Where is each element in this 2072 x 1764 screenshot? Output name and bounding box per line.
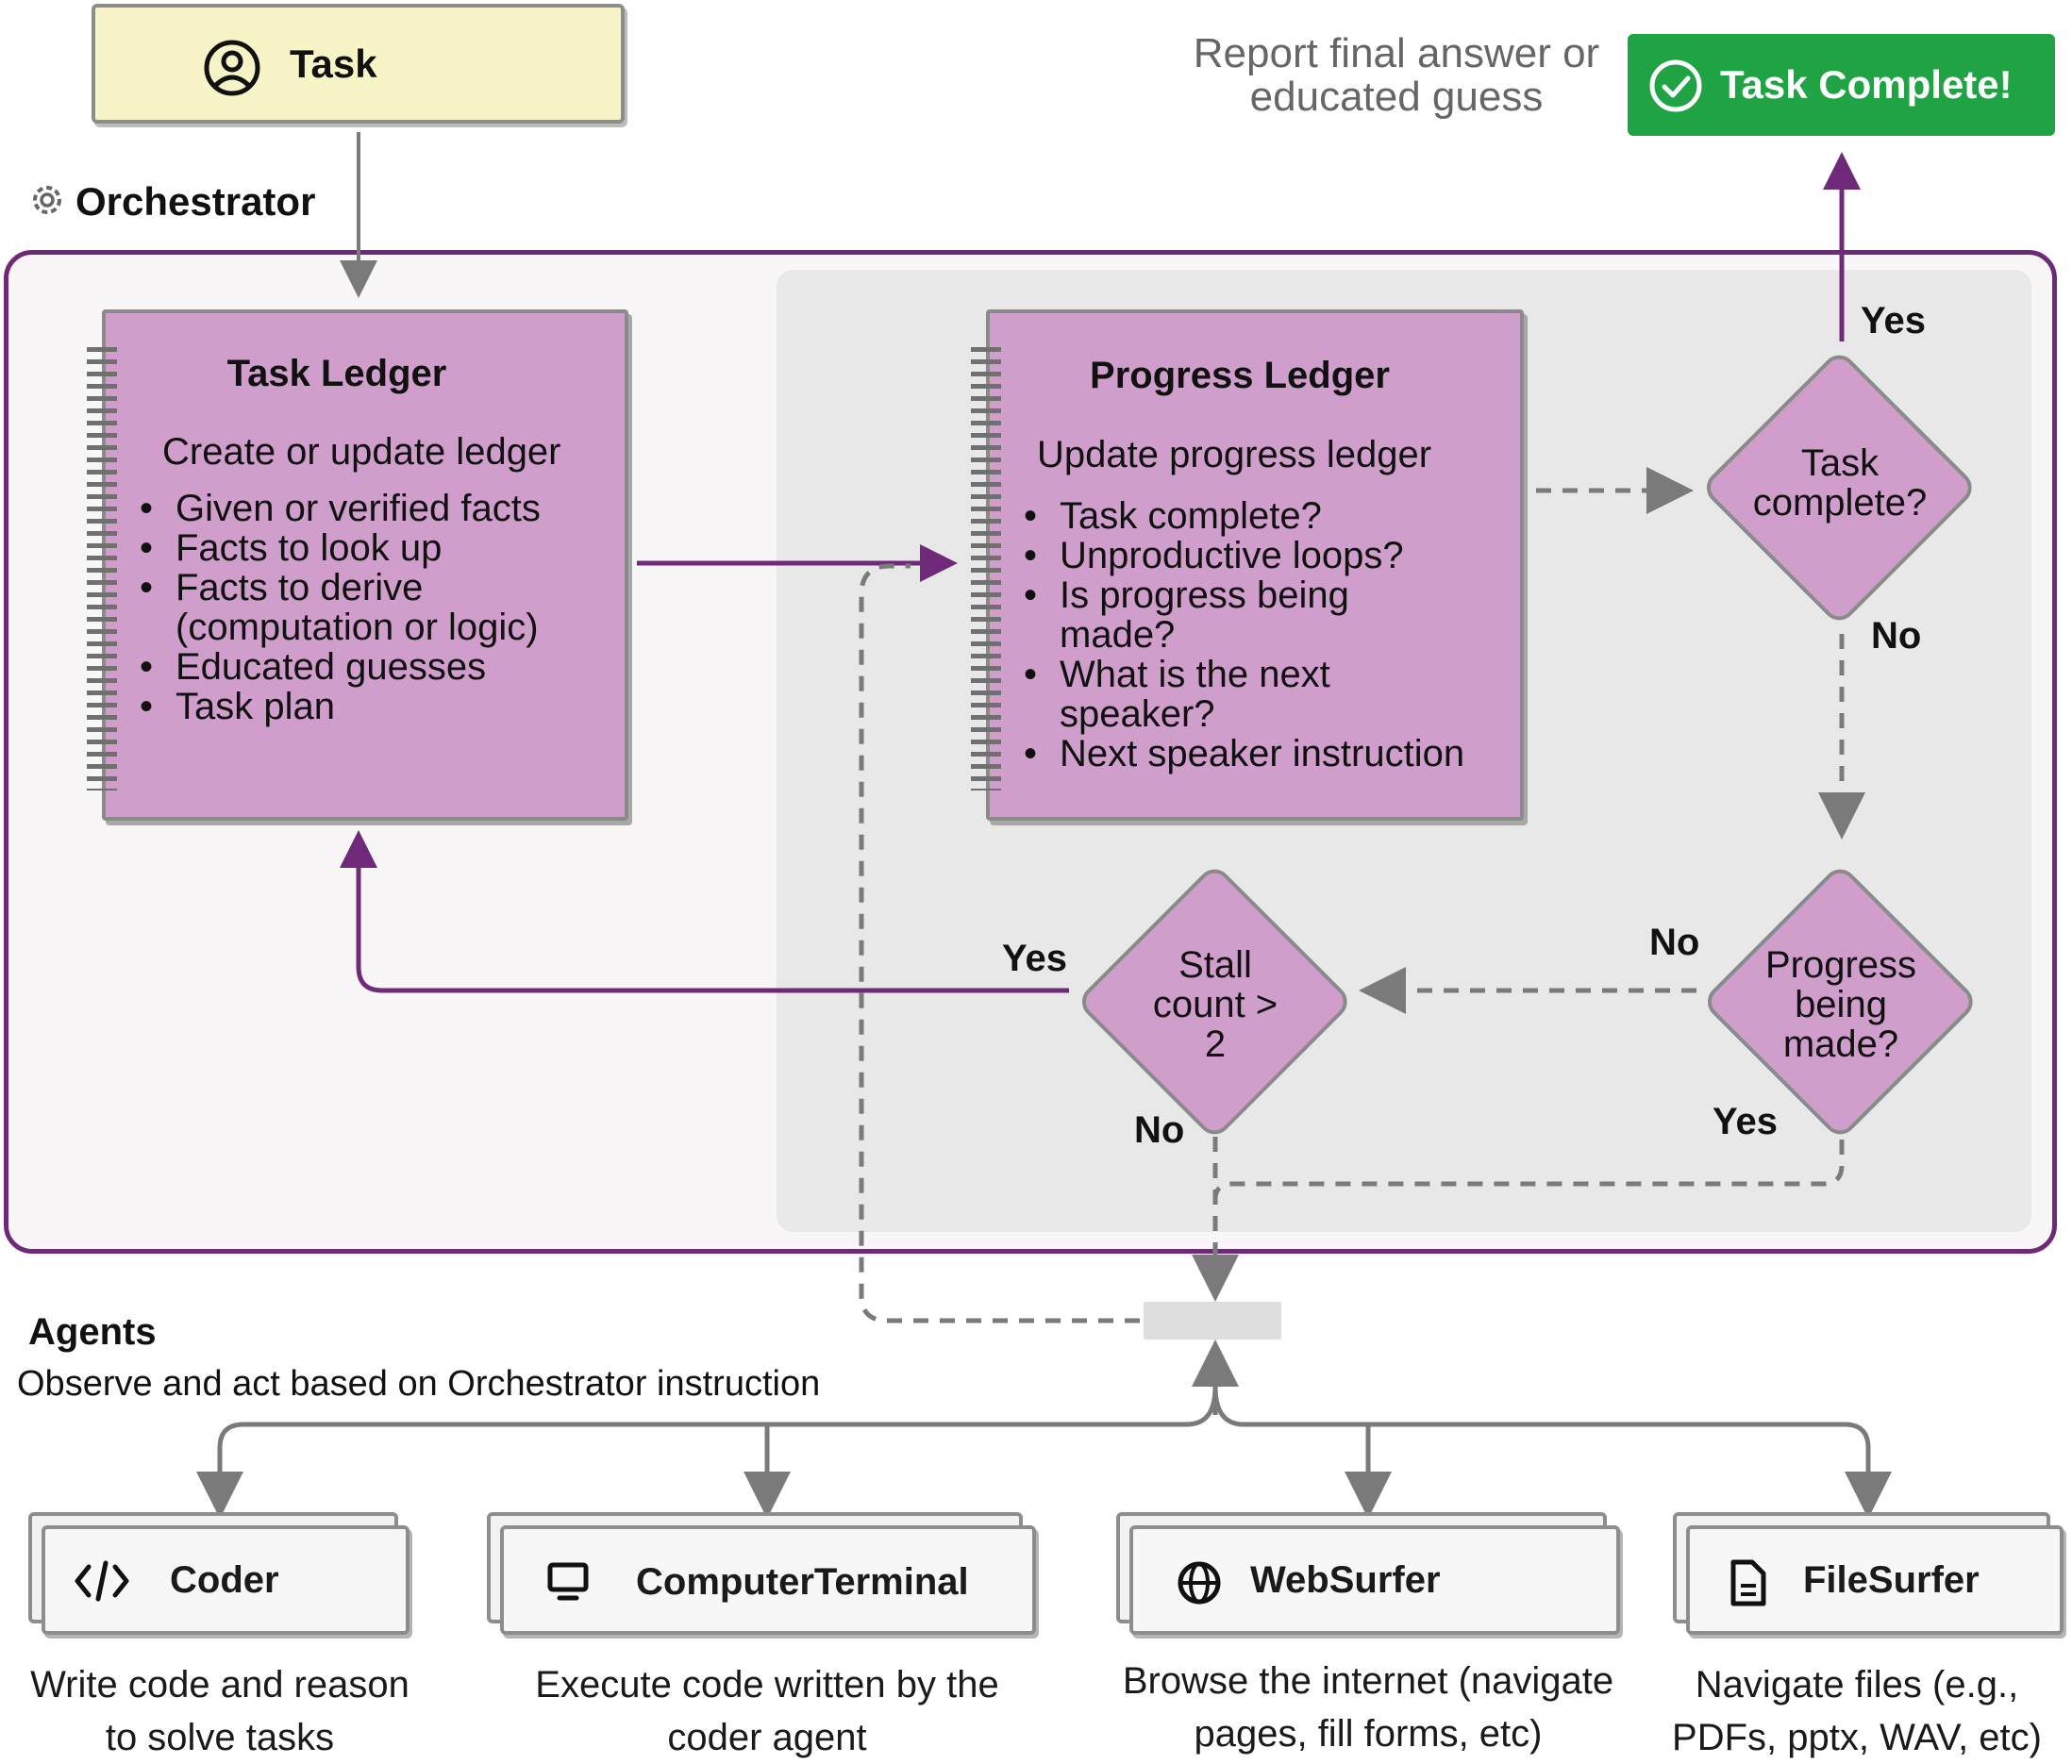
task-complete-question: Task complete?: [1746, 443, 1934, 523]
agent-desc-line: coder agent: [667, 1717, 867, 1758]
decision-line: count >: [1152, 984, 1278, 1025]
filesurfer-description: Navigate files (e.g., PDFs, pptx, WAV, e…: [1642, 1658, 2072, 1764]
ledger-item: Facts to derive: [140, 568, 541, 607]
decision-task-complete: [1706, 355, 1972, 621]
task-complete-label: Task Complete!: [1720, 62, 2013, 107]
websurfer-card[interactable]: WebSurfer: [1129, 1525, 1620, 1635]
progress-ledger-items: Task complete? Unproductive loops? Is pr…: [1024, 496, 1464, 774]
task-ledger-card: Task Ledger Create or update ledger Give…: [87, 309, 628, 821]
decision-line: Progress: [1764, 944, 1917, 986]
task-complete-yes-label: Yes: [1861, 300, 1926, 341]
agents-return-loop: [859, 563, 1140, 1323]
decision-line: being: [1795, 984, 1887, 1025]
ledger-item: Task plan: [140, 687, 541, 726]
stall-no-label: No: [1134, 1109, 1185, 1151]
decision-stall-count: [1081, 869, 1347, 1135]
user-icon: [204, 40, 260, 96]
terminal-description: Execute code written by the coder agent: [491, 1658, 1044, 1764]
agent-desc-line: PDFs, pptx, WAV, etc): [1672, 1717, 2042, 1758]
agents-hub: [1144, 1302, 1281, 1340]
progress-yes-label: Yes: [1713, 1101, 1778, 1142]
task-label: Task: [290, 42, 377, 86]
ledger-item: What is the next: [1024, 655, 1464, 694]
agent-name: ComputerTerminal: [636, 1561, 969, 1603]
ledger-item: Is progress being: [1024, 575, 1464, 615]
agent-desc-line: Write code and reason: [30, 1664, 409, 1706]
code-icon: [75, 1560, 129, 1602]
agents-title: Agents: [28, 1311, 157, 1353]
orchestrator-label: Orchestrator: [75, 179, 316, 224]
agent-name: WebSurfer: [1250, 1559, 1441, 1601]
agent-desc-line: Navigate files (e.g.,: [1695, 1664, 2019, 1706]
decision-line: Stall: [1178, 944, 1252, 986]
ledger-item-continued: made?: [1060, 614, 1176, 656]
notebook-coil: [87, 347, 117, 790]
task-complete-no-label: No: [1871, 615, 1922, 657]
coder-description: Write code and reason to solve tasks: [0, 1658, 440, 1764]
agents-fanout-line: [217, 1386, 1871, 1486]
gear-icon: [33, 186, 61, 214]
progress-no-label: No: [1649, 922, 1700, 963]
decision-progress-being-made: [1707, 869, 1973, 1135]
decision-line: made?: [1782, 1023, 1899, 1065]
report-line-2: educated guess: [1249, 74, 1544, 120]
task-ledger-items: Given or verified facts Facts to look up…: [140, 489, 541, 726]
task-box: Task: [92, 4, 625, 124]
progress-being-made-question: Progress being made?: [1746, 945, 1935, 1064]
progress-yes-merge-line: [1212, 1140, 1845, 1201]
agent-name: FileSurfer: [1803, 1559, 1980, 1601]
filesurfer-card[interactable]: FileSurfer: [1686, 1525, 2064, 1635]
ledger-item: Next speaker instruction: [1024, 734, 1464, 774]
decision-line: 2: [1204, 1023, 1227, 1065]
report-final-answer-text: Report final answer or educated guess: [1161, 32, 1632, 119]
stall-count-question: Stall count > 2: [1121, 945, 1310, 1064]
computer-terminal-card[interactable]: ComputerTerminal: [500, 1525, 1036, 1635]
report-line-1: Report final answer or: [1193, 30, 1600, 76]
progress-ledger-card: Progress Ledger Update progress ledger T…: [971, 309, 1524, 821]
websurfer-description: Browse the internet (navigate pages, fil…: [1094, 1655, 1642, 1760]
agent-desc-line: pages, fill forms, etc): [1194, 1713, 1543, 1755]
ledger-item: Task complete?: [1024, 496, 1464, 536]
agent-desc-line: Browse the internet (navigate: [1122, 1660, 1614, 1702]
ledger-item: Unproductive loops?: [1024, 536, 1464, 575]
task-ledger-title: Task Ledger: [226, 353, 447, 394]
stall-yes-label: Yes: [1002, 938, 1067, 979]
ledger-item-continued: (computation or logic): [175, 607, 539, 648]
agent-desc-line: Execute code written by the: [535, 1664, 999, 1706]
task-ledger-subtitle: Create or update ledger: [162, 431, 561, 473]
file-icon: [1730, 1559, 1766, 1606]
agents-subtitle: Observe and act based on Orchestrator in…: [17, 1364, 821, 1404]
task-complete-box: Task Complete!: [1628, 34, 2055, 136]
monitor-icon: [547, 1562, 589, 1601]
agent-desc-line: to solve tasks: [105, 1717, 335, 1758]
ledger-item-continued: speaker?: [1060, 693, 1215, 735]
stall-yes-to-ledger-arrow: [340, 830, 1069, 993]
progress-ledger-subtitle: Update progress ledger: [1037, 434, 1432, 475]
ledger-item: Educated guesses: [140, 647, 541, 687]
decision-line: Task: [1800, 442, 1880, 484]
agent-name: Coder: [170, 1559, 279, 1601]
ledger-item: Given or verified facts: [140, 489, 541, 528]
progress-ledger-title: Progress Ledger: [1090, 355, 1390, 396]
ledger-item: Facts to look up: [140, 528, 541, 568]
decision-line: complete?: [1752, 482, 1928, 524]
check-circle-icon: [1649, 59, 1702, 112]
coder-card[interactable]: Coder: [42, 1525, 409, 1635]
notebook-coil: [971, 347, 1001, 790]
globe-icon: [1178, 1561, 1221, 1605]
